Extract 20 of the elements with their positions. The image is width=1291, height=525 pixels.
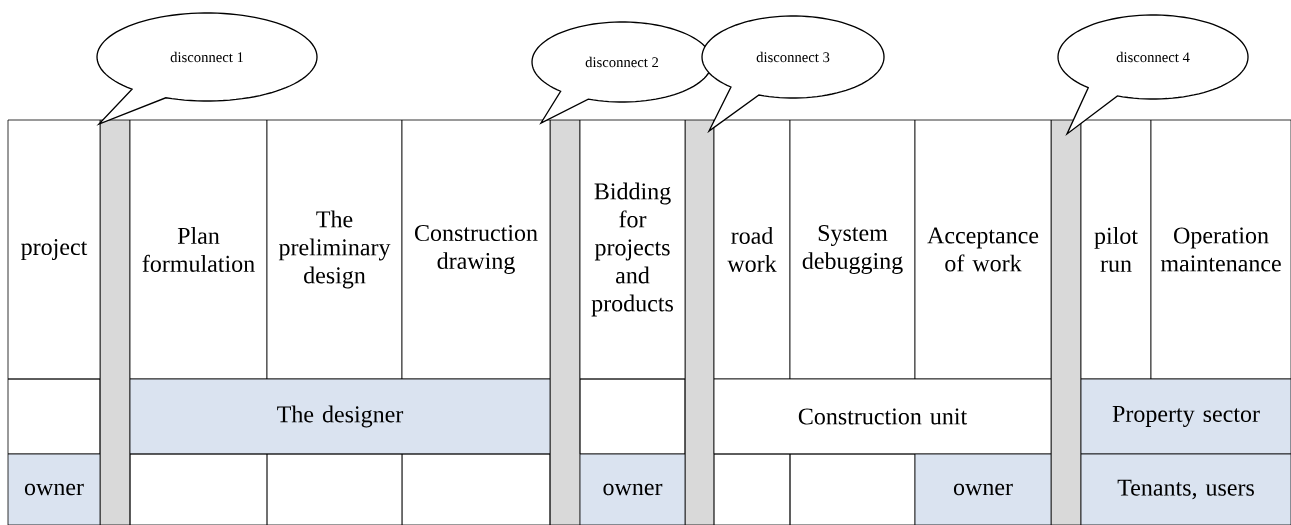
table-cell: Construction drawing bbox=[401, 119, 551, 380]
table-cell: pilot run bbox=[1080, 119, 1152, 380]
separator-bar bbox=[549, 119, 581, 525]
table-cell: Construction unit bbox=[713, 378, 1052, 455]
table-cell: Acceptance of work bbox=[914, 119, 1052, 380]
table-cell: The designer bbox=[129, 378, 551, 455]
separator-bar bbox=[1050, 119, 1082, 525]
table-cell: road work bbox=[713, 119, 791, 380]
table-cell: owner bbox=[579, 453, 686, 525]
table-cell: The preliminary design bbox=[266, 119, 403, 380]
table-cell: Property sector bbox=[1080, 378, 1291, 455]
table-cell: Operation maintenance bbox=[1150, 119, 1291, 380]
table-cell: owner bbox=[7, 453, 101, 525]
table-cell: Tenants, users bbox=[1080, 453, 1291, 525]
table-cell: Plan formulation bbox=[129, 119, 268, 380]
separator-bar bbox=[99, 119, 131, 525]
table-cell: owner bbox=[914, 453, 1052, 525]
table-cell: Bidding for projects and products bbox=[579, 119, 686, 380]
table-cell: project bbox=[7, 119, 101, 380]
table-cell: System debugging bbox=[789, 119, 916, 380]
